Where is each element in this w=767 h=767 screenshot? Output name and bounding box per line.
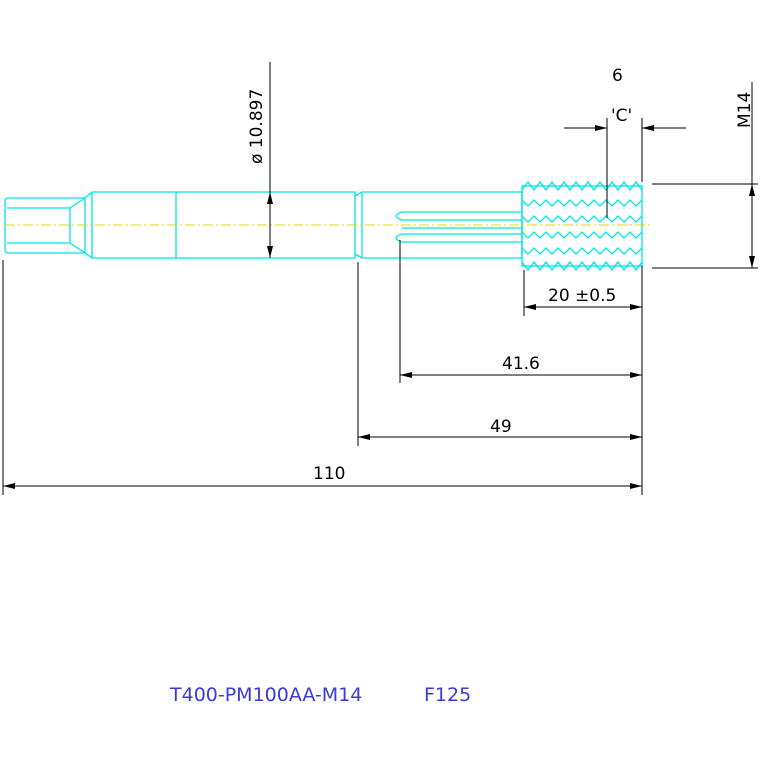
dimension-lines [2,62,758,495]
flute-upper [395,211,522,221]
flute-length-label: 41.6 [502,354,540,374]
part-code: T400-PM100AA-M14 [169,684,362,706]
thread-size-label: M14 [735,92,755,128]
shank-diameter-label: ø 10.897 [247,89,267,164]
chamfer-c-label: 'C' [611,106,632,126]
part-grade: F125 [424,684,471,706]
thread-length-label: 20 ±0.5 [548,286,616,306]
thread-zone [521,185,643,267]
chamfer-value-label: 6 [612,66,623,86]
tool-body [4,180,643,272]
thread-teeth [521,180,643,272]
overall-length-label: 110 [313,464,345,484]
neck-length-label: 49 [490,417,512,437]
flute-lower [395,233,522,243]
